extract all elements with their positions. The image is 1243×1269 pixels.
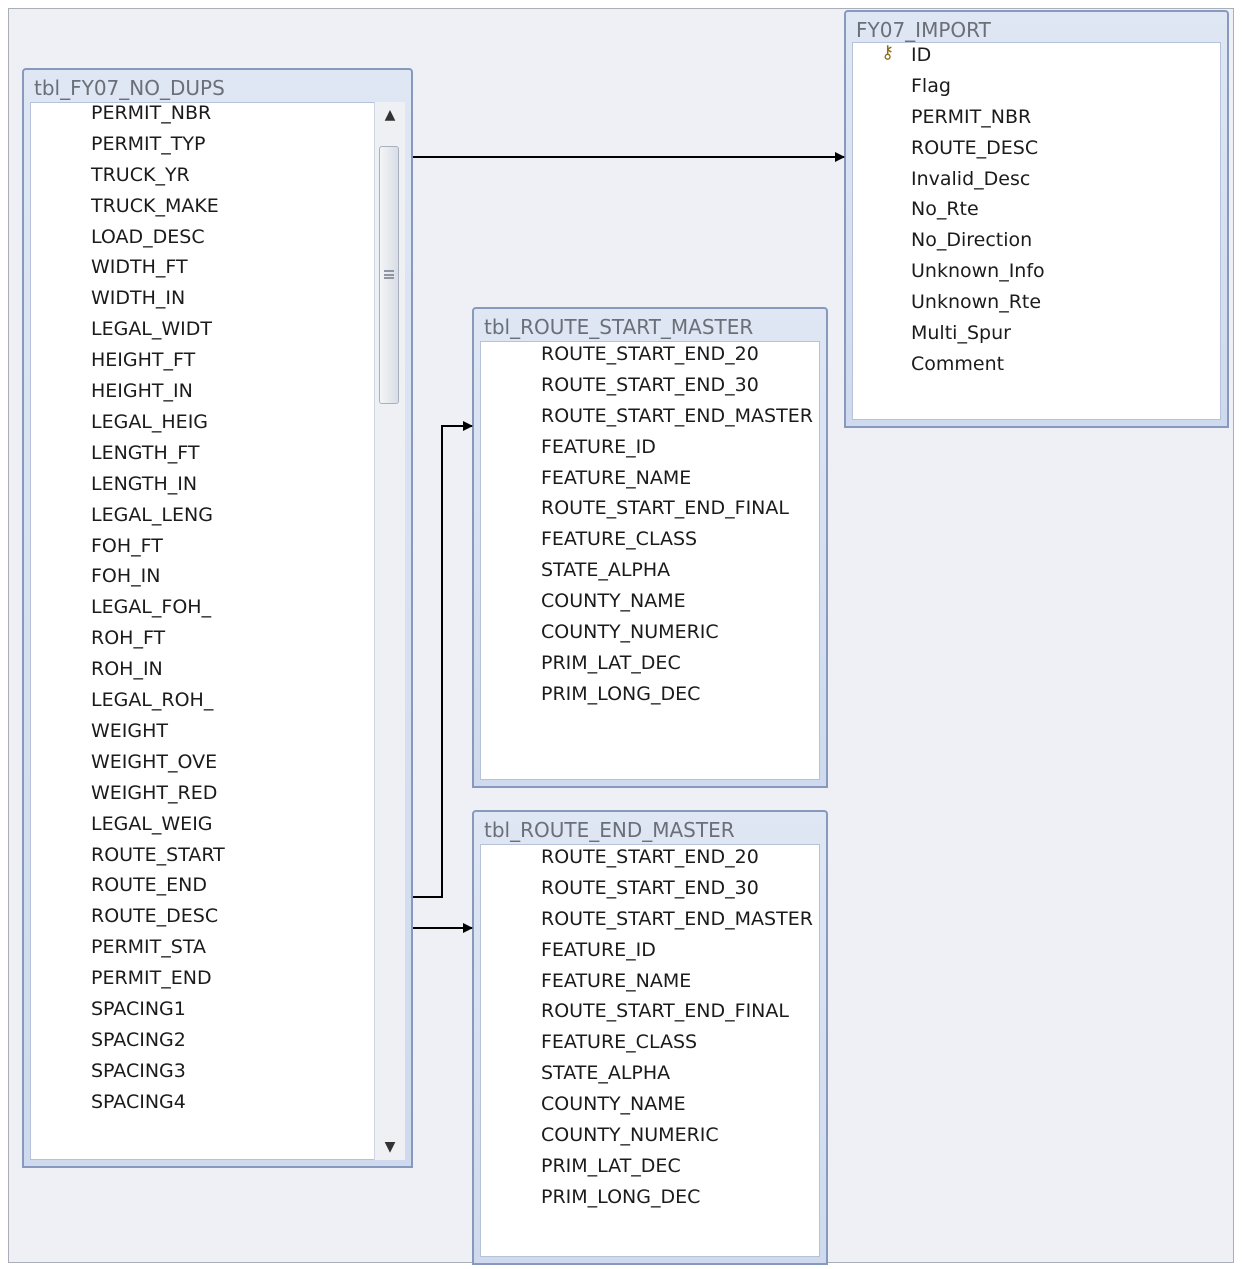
field-spacing2[interactable]: SPACING2	[91, 1028, 186, 1051]
field-spacing3[interactable]: SPACING3	[91, 1059, 186, 1082]
field-route-start-end-30[interactable]: ROUTE_START_END_30	[541, 373, 759, 396]
field-flag[interactable]: Flag	[911, 74, 951, 97]
field-list: *ROUTE_START_END_20ROUTE_START_END_30ROU…	[480, 844, 820, 1257]
field-legal-widt[interactable]: LEGAL_WIDT	[91, 318, 213, 341]
scrollbar[interactable]: ▲ ▼	[374, 102, 405, 1160]
field-state-alpha[interactable]: STATE_ALPHA	[541, 1062, 671, 1085]
field-list: *PERMIT_NBRPERMIT_TYPTRUCK_YRTRUCK_MAKEL…	[30, 102, 375, 1160]
field-county-numeric[interactable]: COUNTY_NUMERIC	[541, 621, 719, 643]
table-route-start-master[interactable]: tbl_ROUTE_START_MASTER *ROUTE_START_END_…	[472, 307, 828, 788]
field-county-name[interactable]: COUNTY_NAME	[541, 1093, 686, 1116]
field-feature-name[interactable]: FEATURE_NAME	[541, 466, 692, 489]
field-legal-leng[interactable]: LEGAL_LENG	[91, 503, 213, 526]
field-weight-red[interactable]: WEIGHT_RED	[91, 781, 218, 804]
field-no-direction[interactable]: No_Direction	[911, 229, 1033, 252]
field-unknown-rte[interactable]: Unknown_Rte	[911, 291, 1042, 314]
table-title[interactable]: tbl_FY07_NO_DUPS	[34, 76, 225, 100]
scroll-down-icon[interactable]: ▼	[384, 1139, 396, 1155]
field-route-desc[interactable]: ROUTE_DESC	[911, 136, 1039, 159]
field-route-start-end-master[interactable]: ROUTE_START_END_MASTER	[541, 404, 813, 427]
field-legal-weig[interactable]: LEGAL_WEIG	[91, 812, 213, 835]
field-width-in[interactable]: WIDTH_IN	[91, 287, 186, 310]
table-title[interactable]: tbl_ROUTE_START_MASTER	[484, 315, 754, 339]
field-route-start-end-final[interactable]: ROUTE_START_END_FINAL	[541, 497, 789, 520]
field-permit-typ[interactable]: PERMIT_TYP	[91, 132, 206, 155]
scroll-up-icon[interactable]: ▲	[384, 107, 396, 123]
field-permit-end[interactable]: PERMIT_END	[91, 967, 212, 990]
field-legal-foh-[interactable]: LEGAL_FOH_	[91, 596, 212, 619]
field-height-ft[interactable]: HEIGHT_FT	[91, 349, 196, 372]
table-fy07-no-dups[interactable]: tbl_FY07_NO_DUPS *PERMIT_NBRPERMIT_TYPTR…	[22, 68, 413, 1168]
scroll-thumb[interactable]	[379, 146, 399, 404]
field-id[interactable]: ID	[911, 43, 932, 66]
field-county-name[interactable]: COUNTY_NAME	[541, 590, 686, 613]
field-prim-lat-dec[interactable]: PRIM_LAT_DEC	[541, 1154, 681, 1177]
key-icon: ⚷	[881, 42, 895, 63]
table-fy07-import[interactable]: FY07_IMPORT *ID⚷FlagPERMIT_NBRROUTE_DESC…	[844, 10, 1229, 428]
field-feature-id[interactable]: FEATURE_ID	[541, 435, 656, 458]
table-title[interactable]: FY07_IMPORT	[856, 18, 991, 42]
relationship-line-route-start[interactable]	[413, 421, 473, 898]
field-load-desc[interactable]: LOAD_DESC	[91, 225, 205, 248]
field-length-ft[interactable]: LENGTH_FT	[91, 441, 200, 464]
field-feature-class[interactable]: FEATURE_CLASS	[541, 1031, 698, 1054]
field-prim-long-dec[interactable]: PRIM_LONG_DEC	[541, 1185, 701, 1208]
field-list: *ID⚷FlagPERMIT_NBRROUTE_DESCInvalid_Desc…	[852, 42, 1221, 420]
field-route-start-end-20[interactable]: ROUTE_START_END_20	[541, 845, 759, 868]
field-spacing1[interactable]: SPACING1	[91, 998, 186, 1020]
field-foh-in[interactable]: FOH_IN	[91, 565, 161, 588]
field-spacing4[interactable]: SPACING4	[91, 1090, 186, 1113]
field-roh-ft[interactable]: ROH_FT	[91, 627, 166, 650]
field-county-numeric[interactable]: COUNTY_NUMERIC	[541, 1124, 719, 1146]
field-unknown-info[interactable]: Unknown_Info	[911, 260, 1045, 283]
field-weight-ove[interactable]: WEIGHT_OVE	[91, 750, 218, 773]
field-no-rte[interactable]: No_Rte	[911, 198, 979, 221]
field-multi-spur[interactable]: Multi_Spur	[911, 322, 1011, 344]
field-route-start-end-30[interactable]: ROUTE_START_END_30	[541, 876, 759, 899]
field-route-start[interactable]: ROUTE_START	[91, 843, 225, 866]
field-state-alpha[interactable]: STATE_ALPHA	[541, 559, 671, 582]
field-feature-class[interactable]: FEATURE_CLASS	[541, 528, 698, 551]
field-route-end[interactable]: ROUTE_END	[91, 874, 208, 897]
field-route-desc[interactable]: ROUTE_DESC	[91, 905, 219, 928]
field-truck-make[interactable]: TRUCK_MAKE	[91, 194, 219, 217]
field-route-start-end-20[interactable]: ROUTE_START_END_20	[541, 342, 759, 365]
field-feature-id[interactable]: FEATURE_ID	[541, 938, 656, 961]
field-width-ft[interactable]: WIDTH_FT	[91, 256, 188, 279]
field-route-start-end-master[interactable]: ROUTE_START_END_MASTER	[541, 907, 813, 930]
field-invalid-desc[interactable]: Invalid_Desc	[911, 167, 1031, 190]
field-comment[interactable]: Comment	[911, 352, 1005, 375]
field-list: *ROUTE_START_END_20ROUTE_START_END_30ROU…	[480, 341, 820, 780]
field-permit-nbr[interactable]: PERMIT_NBR	[91, 102, 212, 124]
field-prim-lat-dec[interactable]: PRIM_LAT_DEC	[541, 651, 681, 674]
table-route-end-master[interactable]: tbl_ROUTE_END_MASTER *ROUTE_START_END_20…	[472, 810, 828, 1265]
field-feature-name[interactable]: FEATURE_NAME	[541, 969, 692, 992]
field-truck-yr[interactable]: TRUCK_YR	[91, 163, 190, 186]
field-prim-long-dec[interactable]: PRIM_LONG_DEC	[541, 682, 701, 705]
field-permit-nbr[interactable]: PERMIT_NBR	[911, 105, 1032, 128]
field-foh-ft[interactable]: FOH_FT	[91, 534, 163, 557]
field-roh-in[interactable]: ROH_IN	[91, 658, 163, 681]
grip-icon	[384, 270, 394, 279]
field-legal-roh-[interactable]: LEGAL_ROH_	[91, 689, 214, 711]
field-weight[interactable]: WEIGHT	[91, 719, 169, 742]
field-permit-sta[interactable]: PERMIT_STA	[91, 936, 206, 959]
table-title[interactable]: tbl_ROUTE_END_MASTER	[484, 818, 735, 842]
field-route-start-end-final[interactable]: ROUTE_START_END_FINAL	[541, 1000, 789, 1023]
field-height-in[interactable]: HEIGHT_IN	[91, 380, 193, 402]
field-length-in[interactable]: LENGTH_IN	[91, 472, 198, 495]
field-legal-heig[interactable]: LEGAL_HEIG	[91, 410, 209, 433]
